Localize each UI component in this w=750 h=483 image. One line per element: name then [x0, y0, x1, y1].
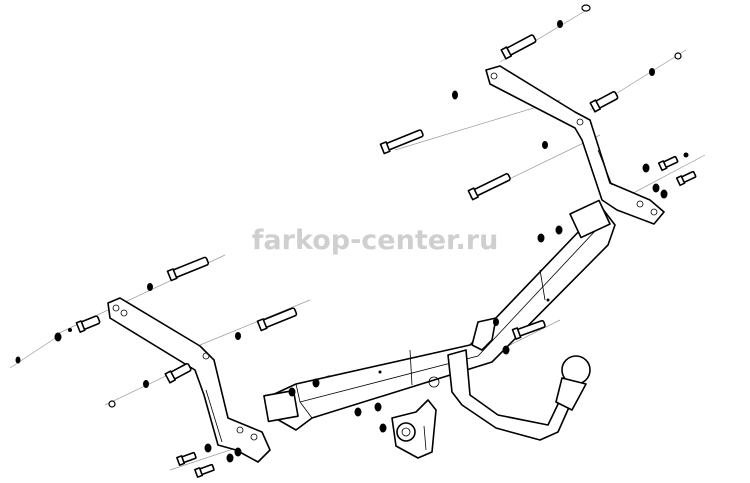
nut [374, 402, 382, 412]
nut [312, 378, 320, 388]
nut [642, 163, 650, 173]
tow-ball-assembly [428, 317, 591, 441]
bolt [75, 315, 101, 333]
bolt [176, 451, 197, 466]
bolt [467, 173, 511, 201]
nut [143, 380, 149, 388]
washer [147, 283, 153, 291]
nut [537, 233, 545, 243]
left-side-bracket [107, 297, 271, 463]
nut [234, 447, 242, 457]
washer [235, 332, 241, 340]
right-side-bracket [485, 65, 665, 225]
nut [649, 68, 655, 76]
nut [204, 443, 212, 453]
bolt [500, 34, 537, 60]
nut [379, 423, 387, 433]
nut [652, 183, 660, 193]
bolt [379, 129, 424, 155]
watermark-text: farkop-center.ru [252, 225, 499, 256]
nut [555, 225, 563, 235]
washer [542, 141, 548, 149]
bolt [675, 170, 697, 187]
nut [226, 453, 234, 463]
nut [15, 356, 21, 364]
cross-beam [263, 199, 616, 431]
nut [581, 4, 591, 12]
washer [557, 20, 563, 28]
bolt [589, 91, 619, 113]
nut [288, 387, 296, 397]
bolts [75, 34, 697, 478]
nut [108, 400, 116, 408]
bolt [657, 155, 679, 172]
bolt [166, 256, 210, 282]
bolt [164, 362, 192, 384]
bolt [256, 307, 298, 332]
bolt [194, 463, 215, 478]
nut [502, 345, 510, 355]
nut [660, 189, 668, 199]
socket-plate [391, 399, 437, 459]
nut [68, 328, 72, 332]
nuts-and-washers [15, 4, 689, 463]
nut [452, 90, 458, 100]
nut [54, 332, 62, 342]
nut [674, 52, 682, 60]
nut [354, 407, 362, 417]
bolt [511, 319, 546, 340]
nut [683, 152, 689, 158]
nut [493, 318, 499, 326]
